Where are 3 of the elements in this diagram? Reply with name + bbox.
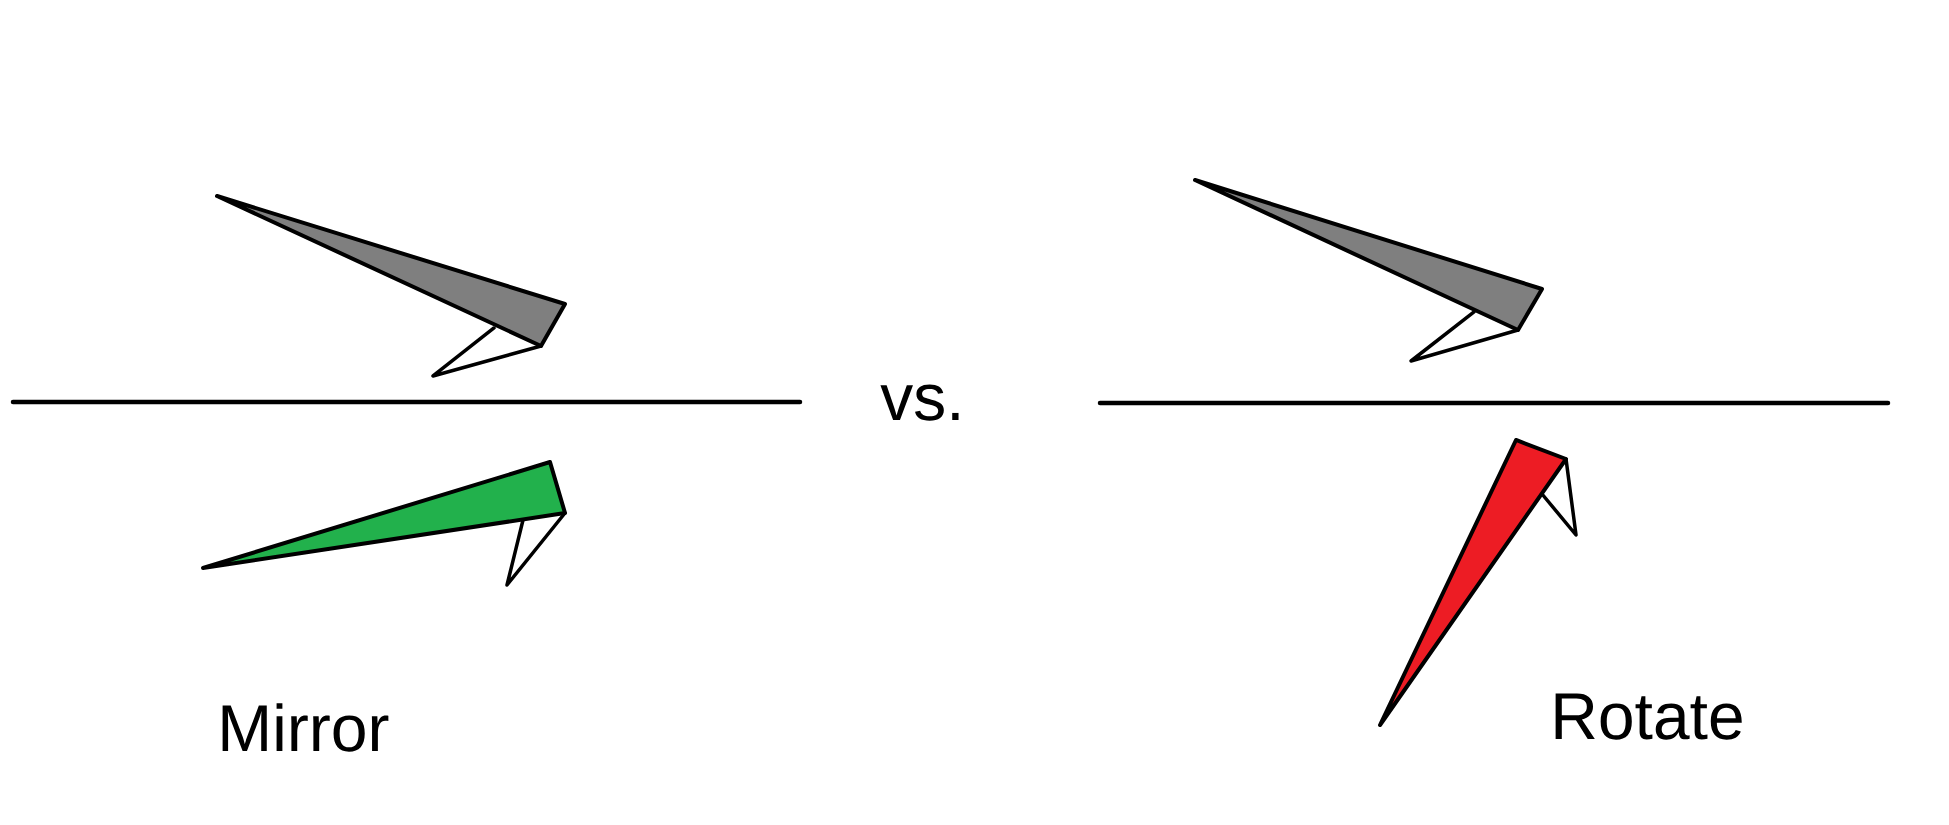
caption-label: Rotate — [1555, 693, 1742, 740]
versus-label: vs. — [880, 384, 959, 421]
caption-label: Mirror — [222, 703, 389, 752]
